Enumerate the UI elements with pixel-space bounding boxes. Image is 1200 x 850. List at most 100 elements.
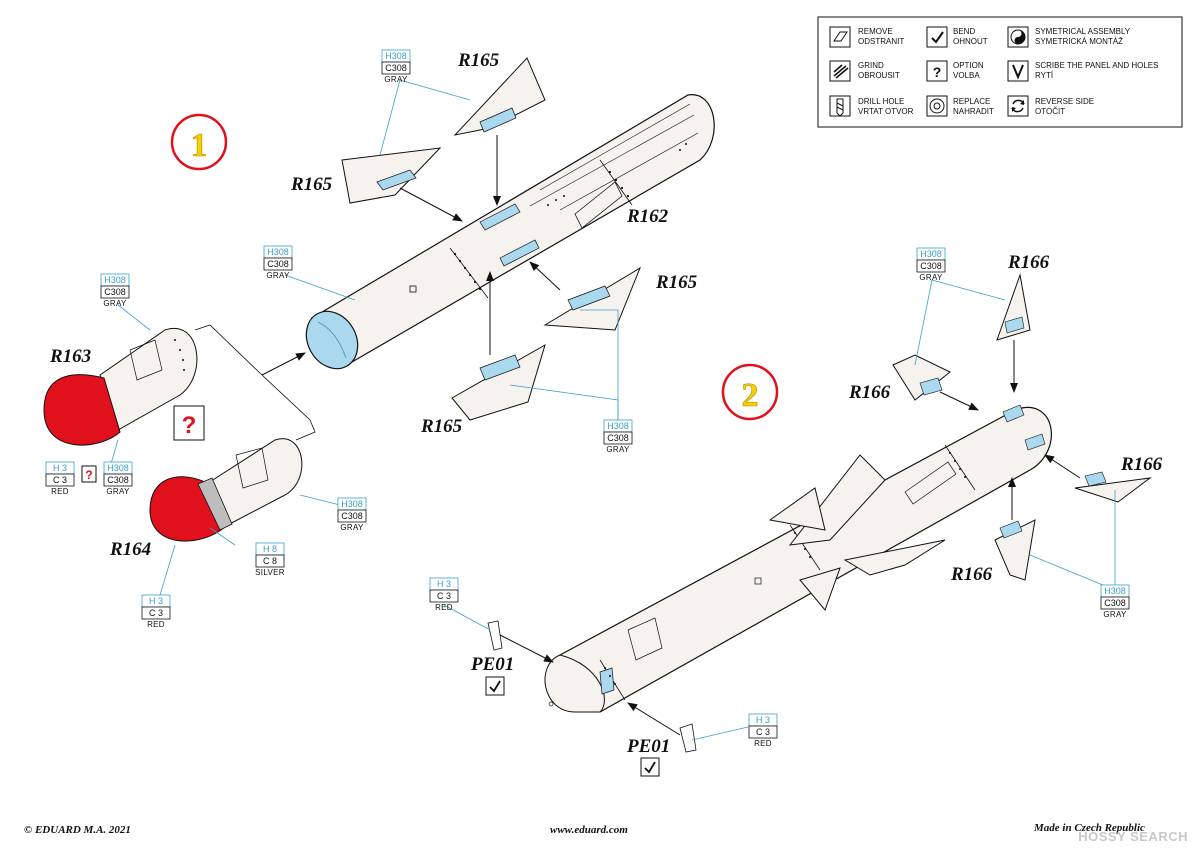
step-2-badge: 2: [721, 363, 779, 421]
paint-callout-gray-6: H308 C308 GRAY: [603, 419, 633, 454]
svg-text:C308: C308: [385, 63, 407, 73]
svg-text:H 3: H 3: [53, 463, 67, 473]
bend-icon-pe01-a: [485, 676, 505, 696]
fin-r166-top: [996, 273, 1031, 341]
reverse-icon: [1007, 95, 1029, 117]
svg-text:RED: RED: [51, 487, 69, 496]
option-bracket: [194, 324, 316, 441]
fin-r165-bottom: [451, 343, 546, 421]
label-r162: R162: [626, 206, 669, 227]
svg-text:?: ?: [182, 412, 197, 439]
label-pe01-a: PE01: [470, 654, 514, 675]
fin-r166-bottom: [994, 519, 1036, 581]
callout-lines: [109, 79, 1116, 741]
svg-text:GRAY: GRAY: [1103, 610, 1127, 619]
legend-scribe-1: SCRIBE THE PANEL AND HOLES: [1035, 61, 1158, 70]
svg-text:C308: C308: [107, 475, 129, 485]
paint-callout-red-2: H 3 C 3 RED: [141, 594, 171, 629]
paint-callout-red-4: H 3 C 3 RED: [748, 713, 778, 748]
svg-text:H 3: H 3: [437, 579, 451, 589]
legend-replace-1: REPLACE: [953, 97, 990, 106]
svg-text:C 3: C 3: [53, 475, 67, 485]
label-r166-bottom: R166: [950, 564, 993, 585]
option-mark-large: ?: [173, 405, 205, 441]
step-1-badge: 1: [170, 113, 228, 171]
remove-icon: [829, 26, 851, 48]
watermark: HOSSY SEARCH: [1078, 829, 1188, 844]
svg-text:H 3: H 3: [149, 596, 163, 606]
fin-r166-left: [892, 354, 951, 401]
fin-r165-right: [543, 266, 642, 331]
grind-icon: [829, 60, 851, 82]
legend-bend-1: BEND: [953, 27, 975, 36]
svg-text:C308: C308: [341, 511, 363, 521]
svg-text:RED: RED: [754, 739, 772, 748]
label-r166-left: R166: [848, 382, 891, 403]
legend-grind-2: OBROUSIT: [858, 71, 900, 80]
footer-copyright: © EDUARD M.A. 2021: [24, 824, 131, 836]
footer-made-in: Made in Czech Republic: [1034, 822, 1145, 834]
svg-text:C 8: C 8: [263, 556, 277, 566]
legend-sym-1: SYMETRICAL ASSEMBLY: [1035, 27, 1131, 36]
paint-callout-red-3: H 3 C 3 RED: [429, 577, 459, 612]
svg-text:H308: H308: [104, 275, 126, 285]
svg-text:C 3: C 3: [756, 727, 770, 737]
legend-remove-1: REMOVE: [858, 27, 893, 36]
label-r166-right: R166: [1120, 454, 1163, 475]
label-r166-top: R166: [1007, 252, 1050, 273]
paint-callout-gray-3: H308 C308 GRAY: [100, 273, 130, 308]
svg-text:1: 1: [191, 127, 208, 164]
paint-callout-gray-7: H308 C308 GRAY: [916, 247, 946, 282]
legend-replace-2: NAHRADIT: [953, 107, 994, 116]
fin-r165-left: [341, 147, 442, 204]
label-pe01-b: PE01: [626, 736, 670, 757]
label-r165-left: R165: [290, 174, 333, 195]
svg-text:SILVER: SILVER: [255, 568, 285, 577]
svg-text:H 3: H 3: [756, 715, 770, 725]
svg-text:RED: RED: [147, 620, 165, 629]
svg-text:C 3: C 3: [149, 608, 163, 618]
svg-text:H308: H308: [1104, 586, 1126, 596]
paint-callout-gray-5: H308 C308 GRAY: [337, 497, 367, 532]
paint-callout-silver: H 8 C 8 SILVER: [255, 542, 285, 577]
label-r163: R163: [49, 346, 91, 367]
legend-drill-1: DRILL HOLE: [858, 97, 904, 106]
svg-text:GRAY: GRAY: [103, 299, 127, 308]
svg-text:H308: H308: [267, 247, 289, 257]
label-r165-top: R165: [457, 50, 500, 71]
svg-text:H308: H308: [920, 249, 942, 259]
svg-text:H 8: H 8: [263, 544, 277, 554]
svg-text:GRAY: GRAY: [106, 487, 130, 496]
svg-text:C 3: C 3: [437, 591, 451, 601]
nose-r163: [43, 327, 198, 446]
legend-drill-2: VRTAT OTVOR: [858, 107, 914, 116]
svg-text:C308: C308: [920, 261, 942, 271]
svg-text:2: 2: [742, 377, 759, 414]
footer-url: www.eduard.com: [550, 824, 628, 836]
svg-text:H308: H308: [607, 421, 629, 431]
legend-reverse-1: REVERSE SIDE: [1035, 97, 1094, 106]
legend-option-2: VOLBA: [953, 71, 980, 80]
bend-icon: [926, 26, 948, 48]
paint-callout-gray-4: H308 C308 GRAY: [103, 461, 133, 496]
svg-text:GRAY: GRAY: [340, 523, 364, 532]
svg-text:C308: C308: [104, 287, 126, 297]
svg-text:C308: C308: [1104, 598, 1126, 608]
svg-text:GRAY: GRAY: [266, 271, 290, 280]
svg-text:GRAY: GRAY: [384, 75, 408, 84]
svg-text:H308: H308: [341, 499, 363, 509]
blue-end-cap: [305, 310, 359, 370]
assembled-missile: [544, 404, 1052, 713]
step1-arrows: [261, 135, 561, 376]
paint-callout-gray-8: H308 C308 GRAY: [1100, 584, 1130, 619]
replace-icon: [926, 95, 948, 117]
option-mark-small: ?: [81, 465, 97, 483]
legend-remove-2: ODSTRANIT: [858, 37, 904, 46]
legend-box: REMOVE ODSTRANIT BEND OHNOUT SYMETRICAL …: [817, 16, 1183, 128]
drill-icon: [829, 95, 851, 117]
legend-sym-2: SYMETRICKÁ MONTÁŽ: [1035, 37, 1123, 46]
label-r165-bottom: R165: [420, 416, 463, 437]
bend-icon-pe01-b: [640, 757, 660, 777]
pe01-part-a: [487, 620, 503, 651]
svg-text:?: ?: [85, 468, 92, 482]
